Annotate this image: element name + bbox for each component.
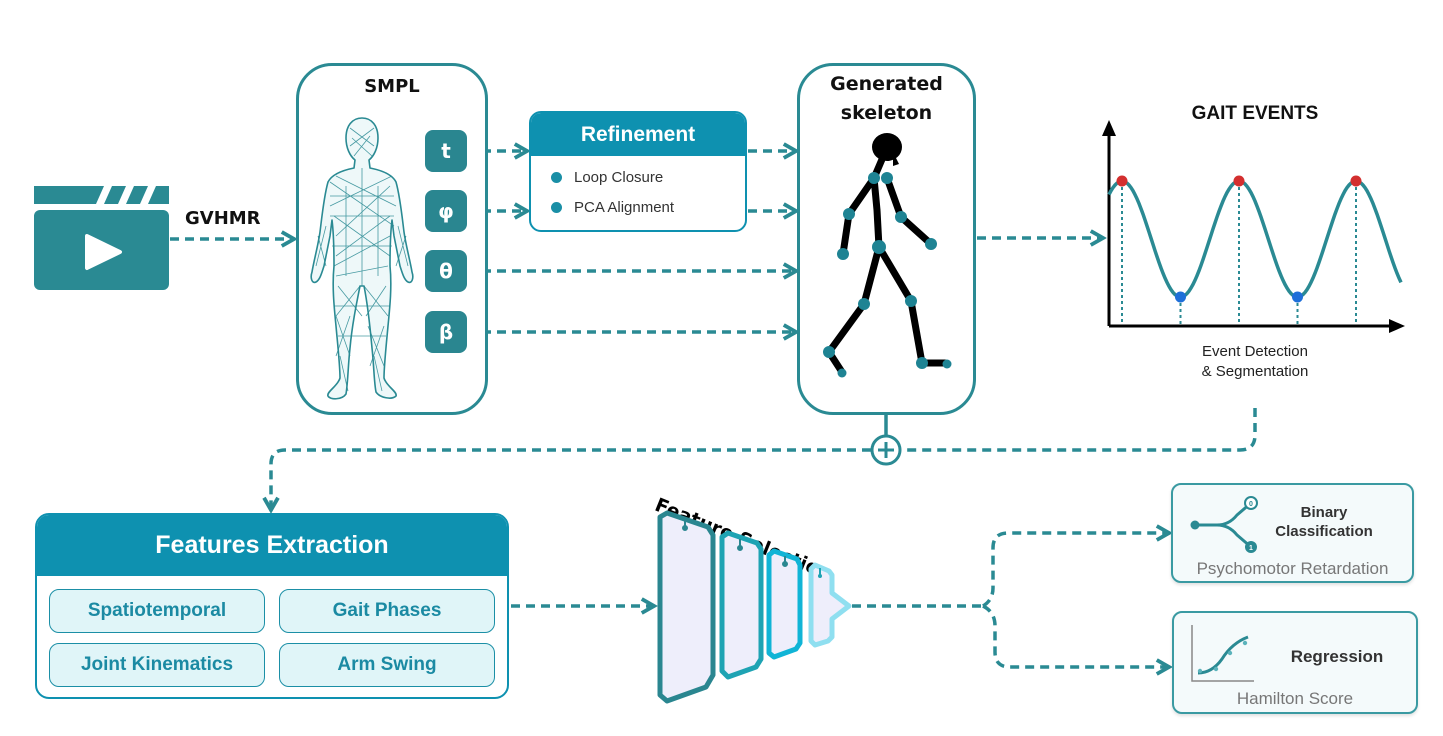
refinement-item-label: PCA Alignment [574, 198, 675, 216]
arrow-merge-to-features [271, 448, 871, 510]
fs-layer-3 [766, 548, 803, 660]
classification-card[interactable]: 0 1 Binary Classification Psychomotor Re… [1171, 483, 1414, 583]
walking-skeleton-icon [823, 133, 952, 378]
features-extraction-panel: Features Extraction Spatiotemporal Gait … [35, 513, 509, 699]
classification-title: Binary Classification [1259, 503, 1389, 541]
refinement-item: PCA Alignment [531, 192, 745, 222]
classification-title-line1: Binary [1300, 504, 1348, 521]
param-theta-button[interactable]: θ [425, 250, 467, 292]
gvhmr-label: GVHMR [185, 208, 261, 229]
valley-marker [1175, 291, 1186, 303]
y-axis-arrow-icon [1102, 120, 1116, 136]
arrow-split-to-classification [982, 533, 1169, 608]
param-beta-button[interactable]: β [425, 311, 467, 353]
classification-subtitle: Psychomotor Retardation [1196, 559, 1389, 578]
refinement-panel: Refinement Loop Closure PCA Alignment [529, 111, 747, 232]
branch-label-0: 0 [1249, 501, 1253, 508]
feature-selection-funnel-icon [657, 510, 852, 704]
param-phi-button[interactable]: φ [425, 190, 467, 232]
regression-curve-icon [1191, 625, 1254, 682]
gait-events-chart [1102, 120, 1405, 333]
fs-layer-1 [657, 510, 716, 704]
smpl-title: SMPL [364, 76, 420, 97]
features-extraction-title: Features Extraction [37, 515, 507, 576]
peak-marker [1350, 175, 1362, 187]
refinement-title: Refinement [531, 113, 745, 156]
binary-branch-icon: 0 1 [1190, 496, 1258, 553]
skeleton-title-line2: skeleton [840, 102, 933, 124]
peak-marker [1233, 175, 1245, 187]
arrow-split-to-regression [982, 604, 1169, 667]
gait-caption-line2: & Segmentation [1201, 363, 1309, 380]
feature-chip-spatiotemporal[interactable]: Spatiotemporal [49, 589, 265, 633]
skeleton-title-line1: Generated [830, 73, 943, 95]
merge-plus-icon [870, 434, 902, 466]
x-axis-arrow-icon [1389, 319, 1405, 333]
regression-subtitle: Hamilton Score [1236, 689, 1354, 708]
regression-card[interactable]: Regression Hamilton Score [1172, 611, 1418, 714]
feature-chip-joint-kinematics[interactable]: Joint Kinematics [49, 643, 265, 687]
regression-title: Regression [1290, 647, 1384, 666]
smpl-panel [296, 63, 488, 415]
feature-chip-arm-swing[interactable]: Arm Swing [279, 643, 495, 687]
video-clapperboard-icon [34, 186, 169, 290]
fs-layer-4 [808, 562, 852, 648]
bullet-icon [551, 171, 562, 183]
refinement-item: Loop Closure [531, 162, 745, 192]
classification-title-line2: Classification [1275, 523, 1373, 540]
valley-marker [1292, 291, 1303, 303]
skeleton-title: Generated skeleton [797, 70, 976, 128]
branch-label-1: 1 [1249, 545, 1253, 552]
fs-layer-2 [719, 530, 764, 680]
gait-events-title: GAIT EVENTS [1191, 103, 1319, 124]
connector-gait-to-merge [901, 408, 1257, 452]
bullet-icon [551, 201, 562, 213]
refinement-item-label: Loop Closure [574, 168, 664, 186]
gait-caption-line1: Event Detection [1202, 343, 1308, 360]
wireframe-human-mesh-icon [310, 117, 414, 400]
gait-signal-line [1107, 179, 1403, 299]
peak-marker [1116, 175, 1128, 187]
feature-chip-gait-phases[interactable]: Gait Phases [279, 589, 495, 633]
gait-events-caption: Event Detection & Segmentation [1160, 342, 1350, 382]
param-t-button[interactable]: t [425, 130, 467, 172]
